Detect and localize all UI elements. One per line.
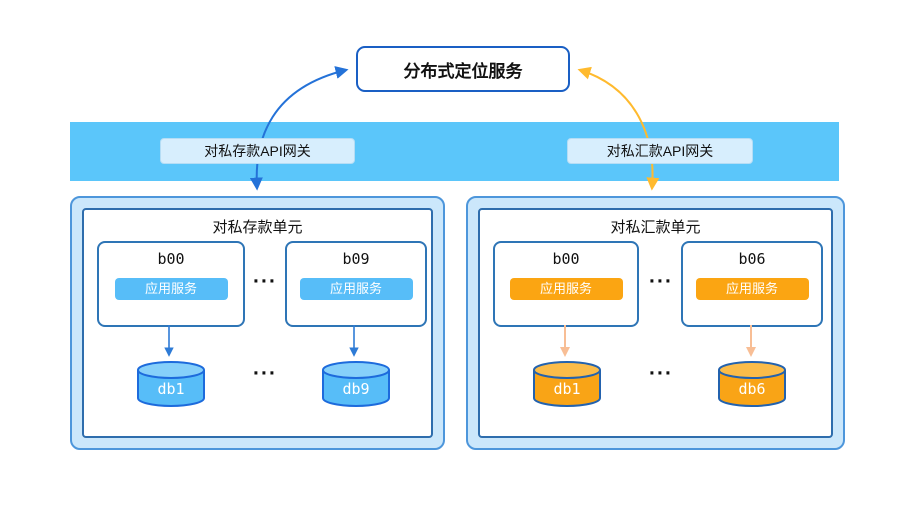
app-service-pill: 应用服务: [509, 278, 623, 300]
remittance-api-gateway-label: 对私汇款API网关: [567, 138, 753, 164]
deposit-db9-cylinder-icon: db9: [321, 360, 391, 408]
app-service-pill: 应用服务: [695, 278, 809, 300]
dbs-ellipsis: ···: [649, 362, 673, 385]
remittance-unit-container: 对私汇款单元 b00 应用服务 ··· b06 应用服务 db1 ···: [466, 196, 845, 450]
deposit-node-b09: b09 应用服务: [285, 241, 427, 327]
deposit-api-gateway-label: 对私存款API网关: [160, 138, 355, 164]
node-name: b06: [738, 250, 766, 268]
distributed-locator-service-box: 分布式定位服务: [356, 46, 570, 92]
remittance-unit-panel: 对私汇款单元 b00 应用服务 ··· b06 应用服务 db1 ···: [478, 208, 833, 438]
db-label: db1: [553, 380, 580, 398]
deposit-db1-cylinder-icon: db1: [136, 360, 206, 408]
node-name: b09: [342, 250, 370, 268]
remittance-node-b06: b06 应用服务: [681, 241, 823, 327]
remittance-node-b00: b00 应用服务: [493, 241, 639, 327]
db-label: db1: [157, 380, 184, 398]
deposit-unit-panel: 对私存款单元 b00 应用服务 ··· b09 应用服务 db1 ···: [82, 208, 433, 438]
deposit-unit-container: 对私存款单元 b00 应用服务 ··· b09 应用服务 db1 ···: [70, 196, 445, 450]
dbs-ellipsis: ···: [253, 362, 277, 385]
remittance-db6-cylinder-icon: db6: [717, 360, 787, 408]
nodes-ellipsis: ···: [253, 270, 277, 293]
node-name: b00: [157, 250, 185, 268]
db-label: db6: [738, 380, 765, 398]
nodes-ellipsis: ···: [649, 270, 673, 293]
remittance-db1-cylinder-icon: db1: [532, 360, 602, 408]
remittance-unit-title: 对私汇款单元: [610, 219, 701, 236]
app-service-pill: 应用服务: [299, 278, 413, 300]
node-name: b00: [552, 250, 580, 268]
deposit-node-b00: b00 应用服务: [97, 241, 245, 327]
app-service-pill: 应用服务: [114, 278, 228, 300]
db-label: db9: [342, 380, 369, 398]
deposit-unit-title: 对私存款单元: [212, 219, 303, 236]
